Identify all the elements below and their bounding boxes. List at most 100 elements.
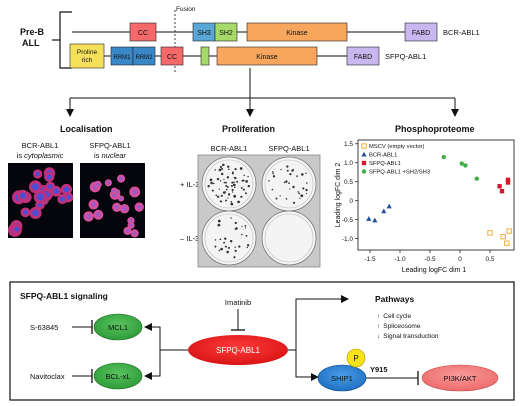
colony [244,227,247,229]
cell-core [86,213,92,220]
cell-core [91,201,97,208]
colony [244,225,247,227]
colony [240,187,243,189]
x-tick-label: -1.5 [364,256,376,263]
bcr-cells [7,167,74,237]
legend-label: BCR-ABL1 [369,153,397,159]
domain-schematic: Pre-B ALL Fusion CC SH3 SH2 Kinase FABD [20,6,480,117]
prolif-col1: BCR-ABL1 [211,144,248,153]
colony [268,180,270,182]
colony [275,198,278,200]
svg-text:Kinase: Kinase [256,54,278,61]
prolif-row2: – IL-3 [180,234,199,243]
colony [291,169,294,172]
proliferation-panel: Proliferation BCR-ABL1 SFPQ-ABL1 + IL-3 … [180,124,321,268]
cell-core [119,197,123,201]
colony [226,250,229,254]
mcl1-node [93,313,143,341]
colony [230,202,234,206]
colony [218,249,221,252]
pathways-list: ↑Cell cycle ↑Spliceosome ↓Signal transdu… [377,313,439,340]
phospho-badge-label: P [353,354,358,363]
pathways-title: Pathways [375,294,414,304]
colony [227,246,230,249]
legend-marker [361,160,367,166]
all-label: ALL [22,38,40,48]
colony [289,173,292,176]
colony [246,246,248,249]
colony [223,181,226,184]
colony [220,172,224,176]
pi3k-akt-label: PI3K/AKT [444,374,477,383]
arrow-to-bclxl [144,350,161,380]
prolif-row1: + IL-3 [180,180,199,189]
svg-text:Proline: Proline [77,49,98,56]
colony [225,184,228,187]
colony [234,168,237,171]
bcr-loc-line2: is cytoplasmic [17,151,64,160]
arrow-to-ship1 [295,350,319,381]
colony [293,186,295,188]
colony [222,163,225,167]
plate-wells [201,156,317,266]
cell-nucleus [63,186,70,193]
colony [245,234,248,237]
y-tick-label: -1.0 [342,236,354,243]
colony [211,189,214,192]
fusion-label: Fusion [176,6,196,13]
colony [289,188,291,190]
proliferation-title: Proliferation [222,124,275,134]
legend-marker [361,151,367,157]
sfpq-abl1-name: SFPQ-ABL1 [385,52,426,61]
signaling-box: SFPQ-ABL1 signaling Imatinib SFPQ-ABL1 M… [9,281,515,401]
pathway-item: ↑Spliceosome [377,323,421,330]
svg-text:CC: CC [167,54,177,61]
svg-text:SH3: SH3 [197,30,211,37]
colony [224,245,227,248]
x-tick-label: 0.5 [485,256,494,263]
sfpq-rrm2-domain: RRM2 [132,46,156,66]
svg-text:CC: CC [138,30,148,37]
bcr-sh3-domain: SH3 [192,22,216,42]
colony [215,194,218,197]
colony [231,172,234,175]
colony [297,191,299,193]
signaling-border [9,281,515,401]
colony [214,245,217,248]
cell-nucleus [23,209,28,215]
sfpq-small-green-domain [200,46,210,66]
phosphoproteome-title: Phosphoproteome [395,124,475,134]
colony [285,180,288,183]
colony [229,240,233,243]
colony [234,176,237,180]
data-point [497,184,502,189]
colony [224,191,226,193]
cell-core [132,189,138,195]
colony [238,245,241,248]
colony [236,180,239,183]
colony [230,184,233,187]
sfpq-abl1-node-label: SFPQ-ABL1 [216,346,261,355]
data-point [500,234,506,240]
scatter-x-label: Leading logFC dim 1 [402,267,467,274]
colony [219,180,222,182]
colony [219,200,222,203]
colony [209,178,213,182]
colony [279,195,281,197]
culture-well [261,210,317,266]
bcr-cc-domain: CC [129,22,157,42]
pathway-item: ↓Signal transduction [377,333,439,340]
colony [246,244,250,247]
colony [285,198,288,200]
svg-text:SH2: SH2 [219,30,233,37]
colony [271,188,274,191]
colony [296,175,299,178]
colony [226,186,229,188]
data-point [463,163,468,168]
svg-text:FABD: FABD [354,54,372,61]
cell-core [112,189,116,193]
colony [244,192,247,195]
sfpq-abl1-node [188,335,288,365]
bclxl-label: BCL-xL [105,372,130,381]
